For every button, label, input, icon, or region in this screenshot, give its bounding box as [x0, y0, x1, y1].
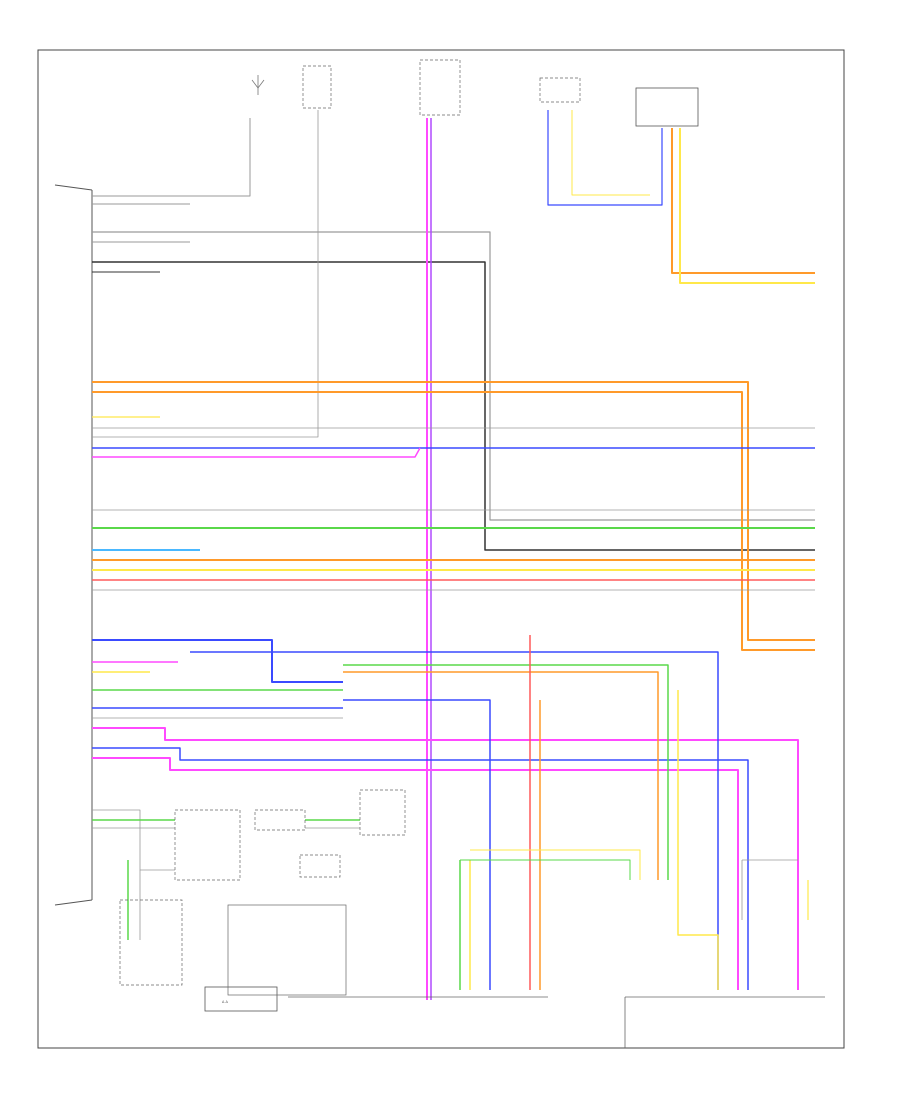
wire-53 — [470, 849, 641, 880]
wire-19 — [92, 447, 421, 458]
left-rear-speaker — [539, 77, 581, 103]
main-connector — [54, 184, 93, 906]
diagram-border — [37, 49, 845, 1049]
rear-speaker-right — [624, 996, 825, 1048]
wire-27 — [92, 639, 343, 683]
svg-text:Δ Δ: Δ Δ — [222, 1000, 229, 1004]
wire-33 — [92, 727, 799, 990]
wire-7 — [92, 110, 319, 438]
wire-15 — [92, 391, 815, 651]
antenna — [251, 75, 265, 95]
wire-34 — [92, 747, 749, 990]
wire-52 — [460, 859, 631, 880]
wire-10 — [547, 110, 663, 206]
top-connector — [302, 65, 332, 109]
digital-radio-module — [174, 809, 341, 881]
wire-43 — [92, 809, 175, 871]
wire-5 — [92, 261, 815, 551]
rear-view-camera: Δ Δ — [204, 904, 347, 1012]
wire-38 — [343, 671, 659, 880]
wire-35 — [92, 757, 739, 990]
wire-37 — [343, 664, 669, 880]
wire-12 — [671, 128, 815, 274]
wire-3 — [92, 231, 815, 521]
wire-layer — [92, 110, 815, 1000]
wire-1 — [92, 118, 251, 197]
wire-39 — [343, 699, 491, 990]
fuse-block — [419, 59, 461, 116]
wire-11 — [571, 110, 650, 196]
usb-connector — [359, 789, 406, 836]
wire-13 — [679, 128, 815, 284]
wire-36 — [190, 651, 719, 990]
wire-14 — [92, 381, 815, 641]
left-front-speaker — [635, 87, 699, 127]
wire-54 — [677, 880, 719, 990]
bottom-left-box — [119, 899, 183, 986]
